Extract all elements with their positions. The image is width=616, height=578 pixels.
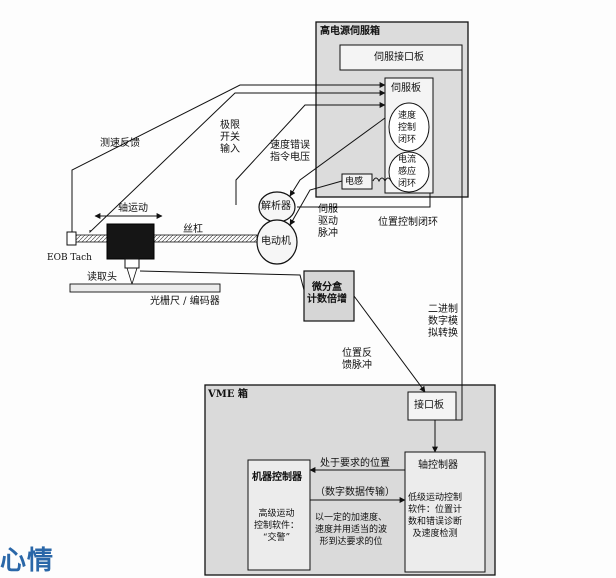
position-request-label: 处于要求的位置 — [320, 458, 390, 469]
machine-controller-desc: 高级运动 控制软件： “交警” — [254, 509, 300, 543]
digital-data-label: （数字数据传输） — [315, 487, 395, 498]
interpolator-label: 微分盒 计数倍增 — [307, 282, 347, 305]
axis-controller-desc: 低级运动控制 软件：位置计 数和错误诊断 及速度检测 — [408, 493, 463, 539]
scale-bar — [69, 283, 221, 293]
read-head-beam — [126, 267, 138, 286]
vme-interface-board-label: 接口板 — [414, 400, 444, 411]
current-loop-label: 电流 感应 闭环 — [398, 155, 417, 189]
vme-interface-board-box — [407, 391, 457, 421]
machine-controller-box — [247, 459, 311, 571]
motion-desc-label: 以一定的加速度、 速度并用适当的波 形到达要求的位 — [315, 513, 388, 547]
servo-board-label: 伺服板 — [391, 83, 421, 94]
vme-box-title: VME 箱 — [208, 389, 248, 400]
scale-label: 光栅尺 / 编码器 — [150, 296, 220, 307]
speed-loop-label: 速度 控制 闭环 — [398, 111, 417, 145]
dac-label: 二进制 数字模 拟转换 — [428, 304, 458, 339]
current-loop-oval — [388, 151, 430, 193]
speed-error-label: 速度错误 指令电压 — [270, 140, 310, 163]
motor-label: 电动机 — [261, 236, 291, 247]
servo-interface-board-box — [339, 44, 463, 71]
axis-controller-label: 轴控制器 — [418, 460, 458, 471]
lead-screw-label: 丝杠 — [183, 224, 203, 235]
read-head-label: 读取头 — [87, 272, 117, 283]
inductor-label: 电感 — [345, 177, 364, 187]
connection-lines — [71, 45, 463, 503]
servo-drive-label: 伺服 驱动 脉冲 — [318, 204, 338, 239]
watermark-text: 心情 — [0, 546, 55, 576]
machine-controller-label: 机器控制器 — [252, 472, 302, 483]
position-pulse-label: 位置反 馈脉冲 — [342, 348, 372, 371]
axis-motion-label: 轴运动 — [118, 203, 148, 214]
lead-screw — [75, 234, 258, 243]
axis-controller-box — [404, 451, 486, 573]
resolver-label: 解析器 — [261, 201, 291, 212]
tach-sensor — [66, 231, 77, 246]
eob-tach-label: EOB Tach — [47, 253, 92, 263]
servo-interface-board-label: 伺服接口板 — [374, 52, 424, 63]
speed-loop-oval — [388, 102, 430, 152]
limit-switch-label: 极限 开关 输入 — [220, 120, 240, 155]
position-loop-label: 位置控制闭环 — [378, 217, 438, 228]
read-head — [124, 258, 140, 269]
interpolator-box — [303, 270, 355, 322]
inductor-coil — [372, 177, 392, 183]
axis-carriage — [106, 223, 155, 260]
speed-feedback-label: 测速反馈 — [100, 138, 140, 149]
hv-box-title: 高电源伺服箱 — [320, 26, 380, 37]
